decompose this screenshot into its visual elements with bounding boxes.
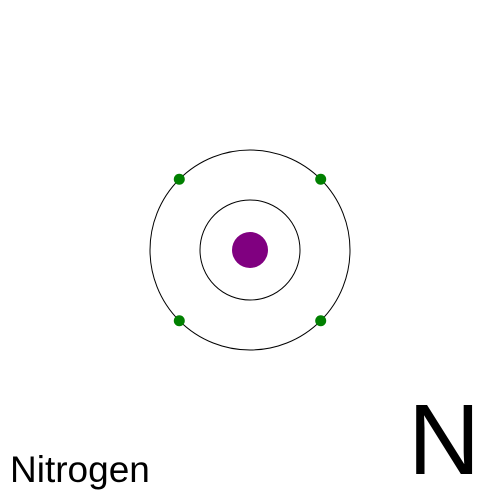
electron — [315, 173, 327, 185]
electrons-group — [173, 173, 327, 327]
element-symbol: N — [408, 384, 481, 496]
electron — [173, 173, 185, 185]
outer-electron-shell — [149, 149, 351, 351]
element-name: Nitrogen — [10, 449, 150, 490]
inner-electron-shell — [199, 199, 301, 301]
electron — [315, 315, 327, 327]
nucleus — [232, 232, 268, 268]
electron — [173, 315, 185, 327]
